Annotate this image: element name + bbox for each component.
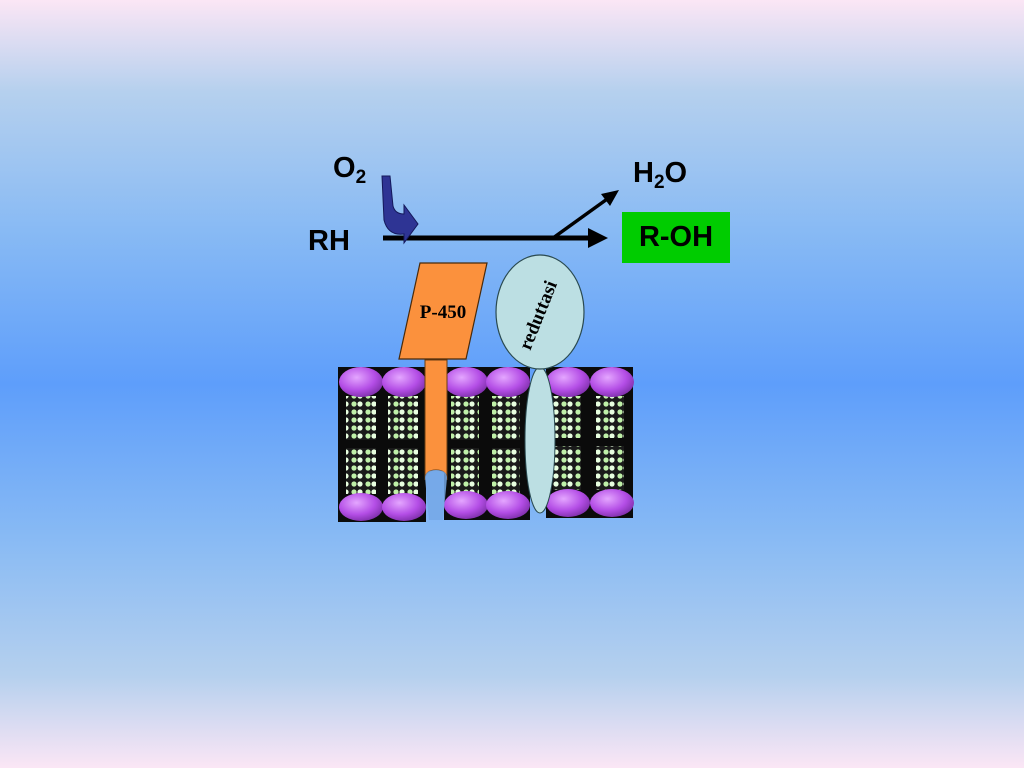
oxygen-input-arrow (381, 175, 419, 245)
p450-label: P-450 (420, 302, 466, 323)
substrate-label: RH (308, 225, 350, 257)
water-label: H2O (633, 157, 688, 193)
p450-enzyme: P-450 (398, 262, 488, 520)
lipid-bilayer (338, 367, 634, 522)
lipid-block (444, 367, 530, 520)
oxygen-label: O2 (333, 152, 367, 188)
reaction-arrow (383, 228, 608, 248)
water-release-arrow (551, 190, 619, 240)
lipid-block (546, 367, 634, 518)
product-box: R-OH (622, 212, 730, 263)
reductase-enzyme: reduttasi (495, 254, 585, 514)
lipid-block (338, 367, 426, 522)
